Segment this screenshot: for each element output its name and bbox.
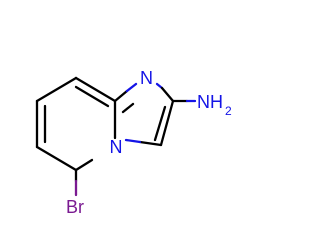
- bond: [74, 85, 110, 108]
- atom-label-n-bridge: N: [110, 137, 123, 157]
- atom-label-amine-subscript: 2: [225, 104, 232, 118]
- bond: [74, 158, 94, 172]
- bond: [124, 138, 142, 144]
- bond: [159, 99, 175, 147]
- bond: [113, 89, 129, 103]
- bond: [121, 102, 135, 114]
- bond: [35, 145, 78, 172]
- structure-canvas: N N NH 2 Br: [35, 68, 232, 217]
- molecule-diagram: N N NH 2 Br: [35, 68, 232, 217]
- bond: [125, 82, 138, 93]
- bond: [74, 76, 117, 103]
- bond: [138, 140, 163, 147]
- atom-label-amine: NH: [197, 92, 223, 112]
- atom-label-bromine: Br: [66, 197, 84, 217]
- bond: [153, 105, 167, 142]
- atom-label-n-ring: N: [140, 68, 153, 88]
- bond: [160, 86, 175, 103]
- bond: [35, 76, 78, 103]
